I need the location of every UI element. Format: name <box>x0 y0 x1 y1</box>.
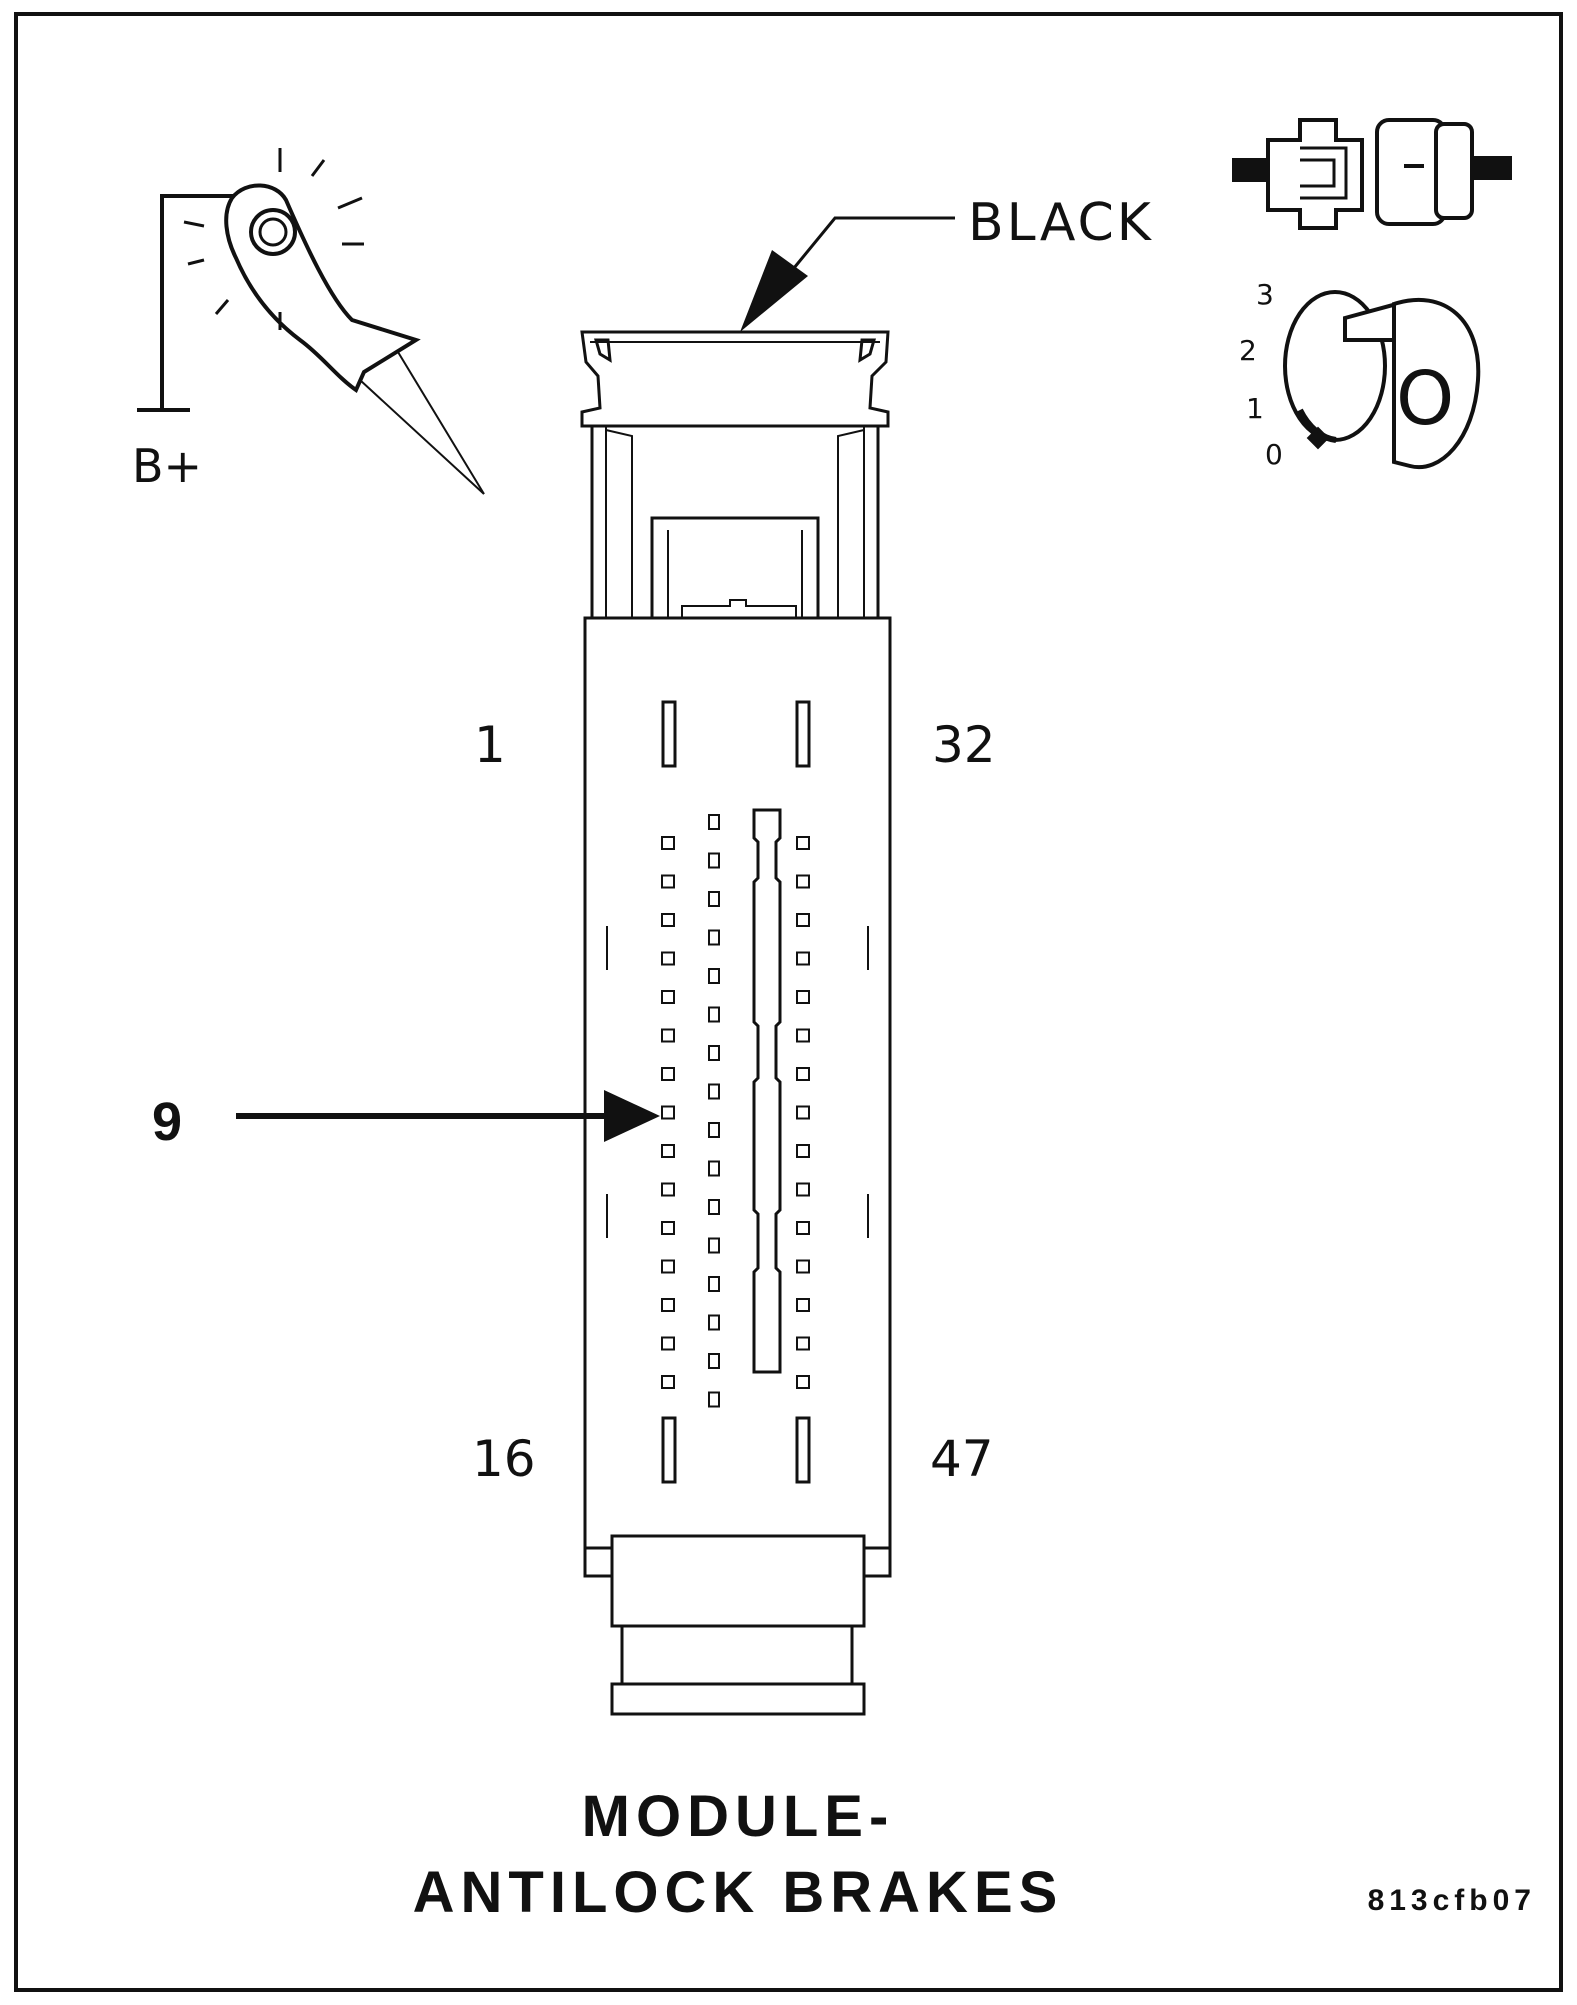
pin-cavity <box>708 1237 720 1254</box>
pin-cavity <box>661 951 675 966</box>
callout-number: 9 <box>152 1092 182 1152</box>
pin-label-top-left: 1 <box>474 716 506 774</box>
pin-label-top-right: 32 <box>932 716 996 774</box>
pin-cavities <box>661 814 810 1408</box>
ignition-position-labels: 3 2 1 0 <box>1239 278 1283 471</box>
pin-cavity <box>796 1221 810 1235</box>
pin-cavity <box>796 1067 810 1081</box>
pin-cavity <box>708 1006 720 1023</box>
test-light-icon <box>137 148 485 495</box>
pin-cavity <box>661 913 675 927</box>
connector-housing <box>580 330 892 1716</box>
pin-cavity <box>796 1028 810 1043</box>
pin-cavity <box>661 1105 675 1120</box>
color-leader-line <box>740 216 955 332</box>
pin-cavity <box>796 1144 810 1158</box>
pin-cavity <box>661 1259 675 1274</box>
disconnected-connector-icon <box>1232 118 1512 230</box>
pin-cavity <box>661 1375 675 1389</box>
pin-cavity <box>708 1276 720 1292</box>
pin-cavity <box>661 1298 675 1312</box>
diagram-title-line1: MODULE- <box>582 1784 895 1849</box>
ignition-key-icon <box>1283 290 1481 470</box>
key-letter: O <box>1396 356 1454 442</box>
ignition-position-3: 3 <box>1256 278 1274 311</box>
pin-cavity <box>796 1182 810 1197</box>
pin-cavity <box>708 814 720 830</box>
callout-arrow <box>236 1090 660 1142</box>
pin-cavity <box>661 874 675 889</box>
pin-cavity <box>796 874 810 889</box>
pin-cavity <box>796 1336 810 1351</box>
ignition-position-1: 1 <box>1246 392 1264 425</box>
pin-cavity <box>661 990 675 1004</box>
pin-label-bottom-left: 16 <box>472 1430 536 1488</box>
pin-cavity <box>661 1336 675 1351</box>
pin-cavity <box>708 1122 720 1138</box>
pin-cavity <box>661 836 675 850</box>
pin-cavity <box>796 836 810 850</box>
pin-cavity <box>708 1199 720 1215</box>
pin-cavity <box>796 913 810 927</box>
pin-cavity <box>796 1298 810 1312</box>
pin-cavity <box>708 1314 720 1331</box>
pin-cavity <box>661 1182 675 1197</box>
pin-cavity <box>708 929 720 946</box>
ignition-position-2: 2 <box>1239 334 1257 367</box>
pin-cavity <box>796 951 810 966</box>
pin-cavity <box>796 1259 810 1274</box>
pin-cavity <box>708 1353 720 1369</box>
pin-cavity <box>796 990 810 1004</box>
pin-cavity <box>661 1144 675 1158</box>
pin-cavity <box>661 1067 675 1081</box>
pin-cavity <box>661 1221 675 1235</box>
pin-cavity <box>708 1083 720 1100</box>
pin-cavity <box>796 1375 810 1389</box>
pin-cavity <box>708 1391 720 1408</box>
pin-cavity <box>708 968 720 984</box>
diagram-title-line2: ANTILOCK BRAKES <box>413 1860 1064 1925</box>
pin-cavity <box>708 1160 720 1177</box>
ignition-position-0: 0 <box>1265 438 1283 471</box>
pin-label-bottom-right: 47 <box>930 1430 994 1488</box>
page-border <box>14 12 1563 1992</box>
connector-color-label: BLACK <box>968 193 1154 253</box>
power-label: B+ <box>132 439 202 493</box>
figure-id: 813cfb07 <box>1368 1884 1536 1917</box>
pin-cavity <box>796 1105 810 1120</box>
pin-cavity <box>708 1045 720 1061</box>
pin-cavity <box>708 891 720 907</box>
pin-cavity <box>708 852 720 869</box>
pin-cavity <box>661 1028 675 1043</box>
